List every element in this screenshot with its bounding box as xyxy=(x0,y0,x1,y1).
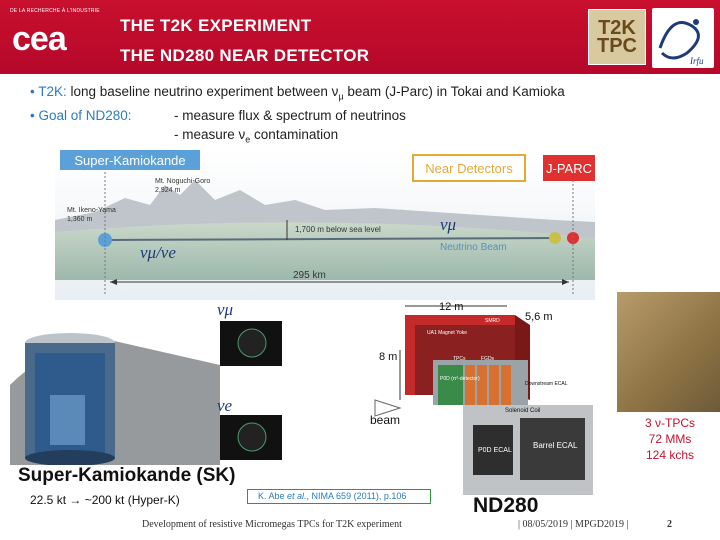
t2k-overview-diagram: Super-Kamiokande Near Detectors J-PARC M… xyxy=(55,150,595,300)
header-banner: DE LA RECHERCHE À L'INDUSTRIE cea THE T2… xyxy=(0,0,720,74)
event-displays: νμ νe xyxy=(212,293,287,468)
magnet-label: UA1 Magnet Yoke xyxy=(427,330,467,336)
tpc-module-photo xyxy=(617,292,720,412)
event-numu-label: νμ xyxy=(217,300,233,319)
irfu-logo: Irfu xyxy=(652,8,714,68)
cea-wordmark: cea xyxy=(12,20,67,58)
smrd-label: SMRD xyxy=(485,318,500,324)
hyper-k-note: 22.5 kt → ~200 kt (Hyper-K) xyxy=(30,493,180,507)
goal-line2: - measure νe contamination xyxy=(174,127,339,145)
bullet-goal: • Goal of ND280: xyxy=(30,108,132,123)
super-kamiokande-illustration xyxy=(10,325,220,466)
depth-label: 1,700 m below sea level xyxy=(295,225,381,234)
nd280-title: ND280 xyxy=(473,494,539,517)
mt-noguchi-height: 2,924 m xyxy=(155,187,180,194)
p0d-label: P0D (π⁰-detector) xyxy=(440,376,480,382)
barrel-ecal-label: Barrel ECAL xyxy=(533,441,578,450)
svg-text:Irfu: Irfu xyxy=(689,56,704,66)
page-number: 2 xyxy=(667,519,672,530)
coil-label: Solenoid Coil xyxy=(505,408,540,414)
mt-ikeno: Mt. Ikeno-Yama xyxy=(67,207,116,214)
label-jparc: J-PARC xyxy=(546,161,592,176)
footer-title: Development of resistive Micromegas TPCs… xyxy=(142,519,402,530)
footer-date-conf: | 08/05/2019 | MPGD2019 | xyxy=(518,519,629,530)
nd280-schematic: 12 m 5,6 m 8 m beam SMRD UA1 Magnet Yoke… xyxy=(365,300,625,500)
distance-label: 295 km xyxy=(293,270,326,281)
goal-line1: - measure flux & spectrum of neutrinos xyxy=(174,108,406,123)
tpcs-label: TPCs xyxy=(453,356,466,362)
cea-logo: DE LA RECHERCHE À L'INDUSTRIE cea xyxy=(10,8,100,63)
bullet-t2k: • T2K: long baseline neutrino experiment… xyxy=(30,84,565,102)
oscillation-label: νμ/νe xyxy=(140,243,176,262)
mt-ikeno-height: 1,360 m xyxy=(67,216,92,223)
dim-5-6m: 5,6 m xyxy=(525,311,553,323)
slide-title-line2: THE ND280 NEAR DETECTOR xyxy=(120,46,370,65)
label-super-kamiokande: Super-Kamiokande xyxy=(74,153,185,168)
fgds-label: FGDs xyxy=(481,356,495,362)
label-near-detectors: Near Detectors xyxy=(425,161,513,176)
beam-label: beam xyxy=(370,413,400,427)
ds-ecal-label: Downstream ECAL xyxy=(525,381,568,387)
tpc-summary: 3 ν-TPCs 72 MMs 124 kchs xyxy=(644,416,695,462)
dim-8m: 8 m xyxy=(379,351,397,363)
cea-tagline: DE LA RECHERCHE À L'INDUSTRIE xyxy=(10,8,100,14)
slide-title-line1: THE T2K EXPERIMENT xyxy=(120,16,312,35)
reference-box: K. Abe et al., NIMA 659 (2011), p.106 xyxy=(247,489,431,504)
event-nue-label: νe xyxy=(217,396,233,415)
p0d-ecal-label: P0D ECAL xyxy=(478,447,512,454)
sk-title: Super-Kamiokande (SK) xyxy=(18,465,236,486)
nu-mu-beam: νμ xyxy=(440,215,456,234)
dim-12m: 12 m xyxy=(439,301,463,313)
t2k-tpc-logo: T2K TPC xyxy=(588,9,646,65)
mt-noguchi: Mt. Noguchi-Goro xyxy=(155,178,210,185)
neutrino-beam-label: Neutrino Beam xyxy=(440,242,507,253)
